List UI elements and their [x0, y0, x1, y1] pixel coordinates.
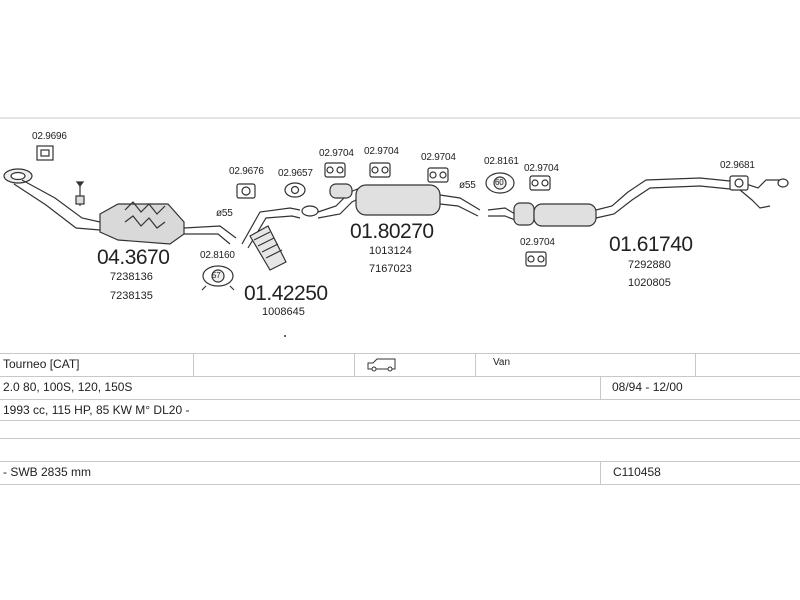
gasket-size-badge: 57	[212, 271, 221, 280]
front-pipe	[241, 205, 319, 271]
hanger-9657-icon	[284, 182, 306, 198]
part-label-hanger-9704: 02.9704	[524, 163, 559, 174]
production-years: 08/94 - 12/00	[612, 380, 683, 394]
table-divider	[0, 484, 800, 485]
van-icon	[367, 358, 396, 372]
wheelbase: - SWB 2835 mm	[3, 465, 92, 479]
front-downpipe	[3, 168, 101, 231]
clamp-icon	[36, 145, 54, 161]
rear-silencer-part-number: 01.61740	[609, 233, 693, 256]
vehicle-model: Tourneo [CAT]	[3, 357, 80, 371]
middle-silencer-oe-number: 1013124	[369, 245, 412, 257]
catalyst-part-number: 04.3670	[97, 246, 170, 269]
pipe-diameter-label: ø55	[216, 208, 233, 219]
front-pipe-part-number: 01.42250	[244, 282, 328, 305]
part-label-gasket-8161: 02.8161	[484, 156, 519, 167]
table-col-divider	[695, 353, 696, 376]
part-label-gasket-8160: 02.8160	[200, 250, 235, 261]
front-pipe-oe-number: 1008645	[262, 306, 305, 318]
table-divider	[0, 353, 800, 354]
lambda-sensor-icon	[75, 181, 85, 206]
part-label-hanger-9704: 02.9704	[364, 146, 399, 157]
engine-spec: 1993 cc, 115 HP, 85 KW M° DL20 -	[3, 403, 190, 417]
table-col-divider	[475, 353, 476, 376]
hanger-9704-icon	[529, 175, 551, 191]
table-divider	[0, 399, 800, 400]
table-divider	[0, 438, 800, 439]
table-divider	[0, 376, 800, 377]
hanger-9681-icon	[729, 175, 749, 191]
part-label-hanger-9704: 02.9704	[319, 148, 354, 159]
table-divider	[0, 461, 800, 462]
rear-silencer-oe-number: 1020805	[628, 277, 671, 289]
table-col-divider	[600, 376, 601, 399]
table-divider	[0, 420, 800, 421]
part-label-hanger-9657: 02.9657	[278, 168, 313, 179]
catalytic-converter	[99, 201, 237, 245]
engine-variants: 2.0 80, 100S, 120, 150S	[3, 380, 133, 394]
part-label-hanger-9676: 02.9676	[229, 166, 264, 177]
system-code: C110458	[613, 465, 661, 479]
part-label-hanger-9681: 02.9681	[720, 160, 755, 171]
hanger-9704-icon	[324, 162, 346, 178]
catalyst-oe-number: 7238135	[110, 290, 153, 302]
hanger-9704-icon	[427, 167, 449, 183]
part-label-hanger-9704: 02.9704	[421, 152, 456, 163]
catalyst-oe-number: 7238136	[110, 271, 153, 283]
gasket-8161-icon	[485, 172, 515, 194]
rear-silencer-oe-number: 7292880	[628, 259, 671, 271]
hanger-9704-icon	[525, 251, 547, 267]
hanger-9704-icon	[369, 162, 391, 178]
middle-silencer-oe-number: 7167023	[369, 263, 412, 275]
middle-silencer-part-number: 01.80270	[350, 220, 434, 243]
body-type: Van	[493, 357, 511, 368]
rear-silencer	[487, 177, 789, 227]
part-label-hanger-9704: 02.9704	[520, 237, 555, 248]
middle-silencer	[317, 183, 481, 219]
gasket-8160-icon	[201, 265, 235, 291]
table-col-divider	[193, 353, 194, 376]
gasket-size-badge: 60	[495, 178, 504, 187]
dot-mark	[284, 335, 286, 337]
table-col-divider	[600, 461, 601, 484]
hanger-9676-icon	[236, 183, 256, 199]
part-label-clamp: 02.9696	[32, 131, 67, 142]
pipe-diameter-label: ø55	[459, 180, 476, 191]
table-col-divider	[354, 353, 355, 376]
